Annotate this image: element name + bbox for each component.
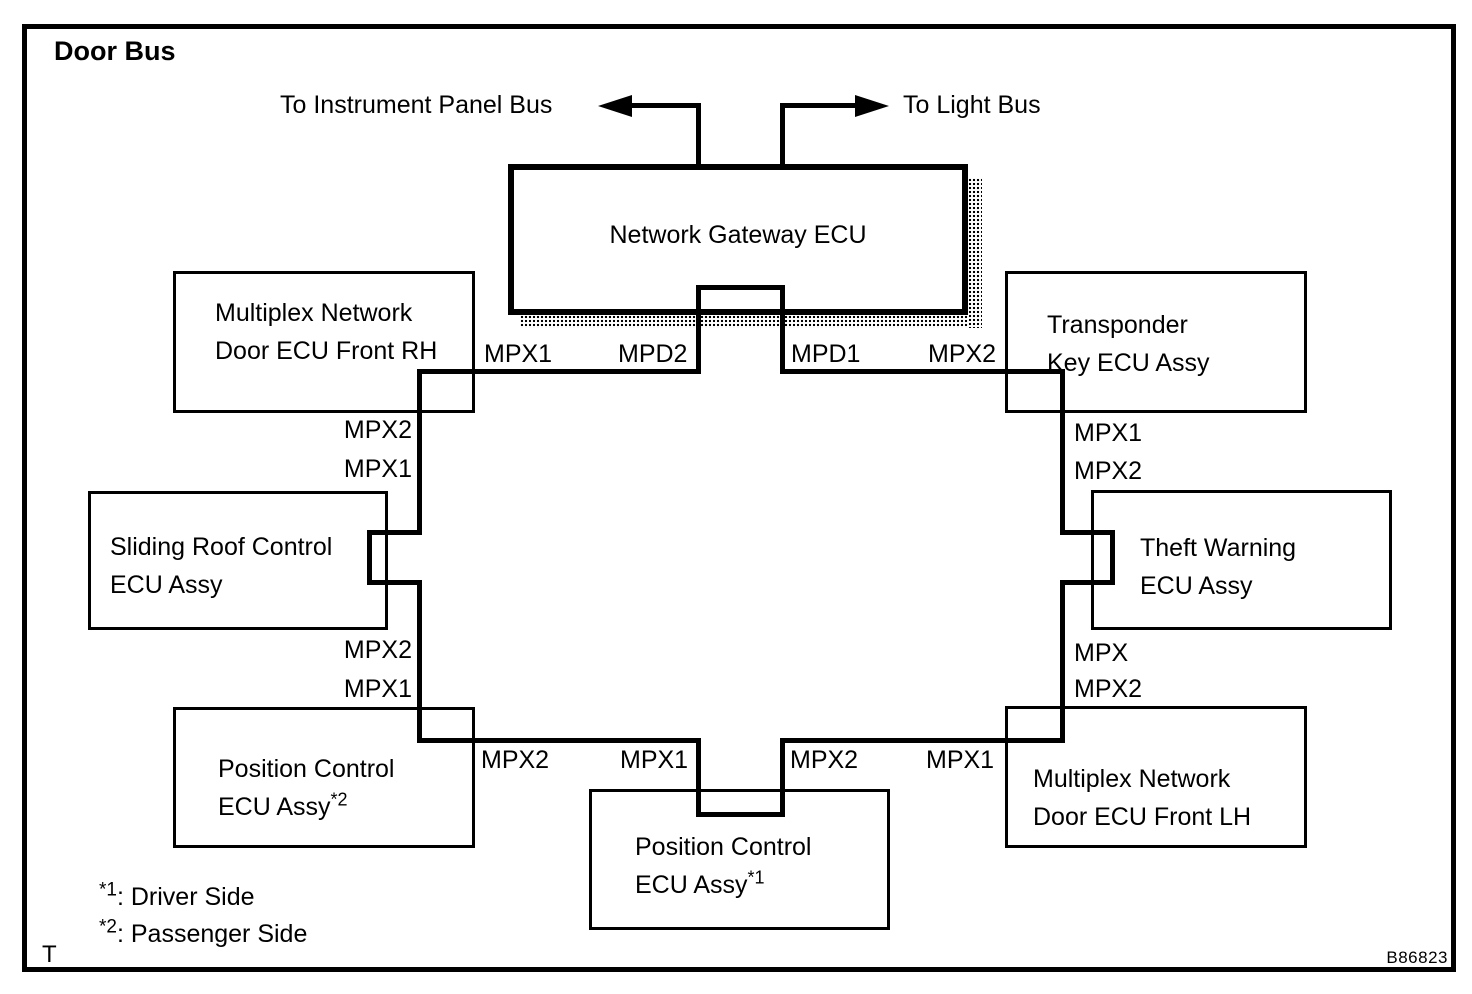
node-label-line1: Network Gateway ECU (609, 221, 867, 249)
bus-left-upper (417, 369, 422, 535)
node-label-line1: Position Control (635, 833, 812, 861)
footnote-marker: *2 (99, 916, 117, 938)
corner-letter: T (42, 941, 57, 968)
label-to-instrument-panel-bus: To Instrument Panel Bus (280, 91, 553, 119)
bus-top-left (417, 369, 701, 374)
footnote-marker: *2 (330, 789, 348, 810)
node-label: Network Gateway ECU (514, 170, 962, 254)
footnote-text: : Passenger Side (116, 920, 308, 948)
gateway-notch-line (696, 285, 785, 290)
node-sliding-roof-control-ecu: Sliding Roof Control ECU Assy (88, 491, 388, 630)
bus-right-upper (1060, 369, 1065, 535)
node-label-line1: Sliding Roof Control (110, 533, 333, 561)
sliding-roof-notch-side (367, 530, 372, 585)
arrowhead-left-icon (598, 95, 632, 117)
bus-right-lower (1060, 585, 1065, 743)
gateway-shadow-right (968, 178, 982, 328)
bus-drop-mpd1 (780, 290, 785, 374)
port-label-mpd2: MPD2 (618, 340, 688, 368)
diagram-border (22, 24, 1456, 972)
bus-left-lower (417, 585, 422, 743)
port-label-mpx2-bottom-3: MPX2 (790, 746, 859, 774)
node-label-line2: ECU Assy (1140, 572, 1253, 600)
node-transponder-key-ecu: Transponder Key ECU Assy (1005, 271, 1307, 413)
sliding-roof-notch-bottom (367, 580, 422, 585)
bus-drop-mpd2 (696, 290, 701, 374)
node-door-ecu-front-rh: Multiplex Network Door ECU Front RH (173, 271, 475, 413)
theft-warning-notch-side (1110, 530, 1115, 585)
node-door-ecu-front-lh: Multiplex Network Door ECU Front LH (1005, 706, 1307, 848)
node-label-line1: Transponder (1047, 311, 1188, 339)
arrowhead-right-icon (855, 95, 889, 117)
node-label: Transponder Key ECU Assy (1008, 274, 1304, 382)
gateway-shadow-bottom (520, 315, 968, 328)
node-label: Position Control ECU Assy*1 (592, 792, 887, 904)
node-label-line2: Key ECU Assy (1047, 349, 1210, 377)
node-label: Position Control ECU Assy*2 (176, 710, 472, 826)
footnote-passenger-side: *2: Passenger Side (99, 916, 307, 953)
port-label-mpx2-bottom-1: MPX2 (481, 746, 550, 774)
port-label-mpd1: MPD1 (791, 340, 861, 368)
theft-warning-notch-top (1060, 530, 1115, 535)
port-label-mpx1-left-upper: MPX1 (343, 455, 412, 483)
node-label-line2: Door ECU Front RH (215, 337, 438, 365)
port-label-mpx-right-lower: MPX (1074, 639, 1129, 667)
figure-code: B86823 (1386, 948, 1448, 967)
label-to-light-bus: To Light Bus (903, 91, 1041, 119)
bus-bottom-left (417, 738, 701, 743)
port-label-mpx2-left-upper: MPX2 (343, 416, 412, 444)
arrow-line-right (780, 103, 857, 108)
node-label-line1: Multiplex Network (1033, 765, 1231, 793)
footnote-marker: *1 (747, 867, 765, 888)
arrow-drop-right (780, 103, 785, 166)
bus-bottom-right (780, 738, 1065, 743)
port-label-mpx1-bottom-2: MPX1 (620, 746, 689, 774)
node-theft-warning-ecu: Theft Warning ECU Assy (1091, 490, 1392, 630)
theft-warning-notch-bottom (1060, 580, 1115, 585)
footnote-text: : Driver Side (116, 883, 255, 911)
sliding-roof-notch-top (367, 530, 422, 535)
node-position-control-ecu-driver: Position Control ECU Assy*1 (589, 789, 890, 930)
node-label-line2: Door ECU Front LH (1033, 803, 1252, 831)
node-label-line1: Theft Warning (1140, 534, 1297, 562)
port-label-mpx1-right-upper: MPX1 (1074, 419, 1143, 447)
node-label-line1: Position Control (218, 755, 395, 783)
node-label: Multiplex Network Door ECU Front LH (1008, 709, 1304, 836)
node-label: Theft Warning ECU Assy (1094, 493, 1389, 605)
bus-dip-bottom (696, 812, 785, 817)
port-label-mpx1-top-left: MPX1 (484, 340, 553, 368)
port-label-mpx2-left-lower: MPX2 (343, 636, 412, 664)
port-label-mpx2-top-right: MPX2 (928, 340, 997, 368)
arrow-drop-left (696, 103, 701, 166)
bus-dip-right (780, 743, 785, 817)
footnote-marker: *1 (99, 879, 117, 901)
node-label-line2: ECU Assy (218, 793, 331, 821)
node-label: Multiplex Network Door ECU Front RH (176, 274, 472, 370)
bus-top-right (780, 369, 1065, 374)
footnote-driver-side: *1: Driver Side (99, 879, 307, 916)
node-network-gateway-ecu: Network Gateway ECU (508, 164, 968, 315)
port-label-mpx2-right-upper: MPX2 (1074, 457, 1143, 485)
port-label-mpx2-right-lower: MPX2 (1074, 675, 1143, 703)
bus-dip-left (696, 743, 701, 817)
node-label-line2: ECU Assy (110, 571, 223, 599)
port-label-mpx1-bottom-4: MPX1 (926, 746, 995, 774)
port-label-mpx1-left-lower: MPX1 (343, 675, 412, 703)
node-label-line1: Multiplex Network (215, 299, 413, 327)
node-label: Sliding Roof Control ECU Assy (91, 494, 385, 604)
diagram-title: Door Bus (54, 36, 176, 66)
arrow-line-left (628, 103, 701, 108)
footnotes: *1: Driver Side *2: Passenger Side (99, 879, 307, 953)
node-label-line2: ECU Assy (635, 871, 748, 899)
node-position-control-ecu-passenger: Position Control ECU Assy*2 (173, 707, 475, 848)
